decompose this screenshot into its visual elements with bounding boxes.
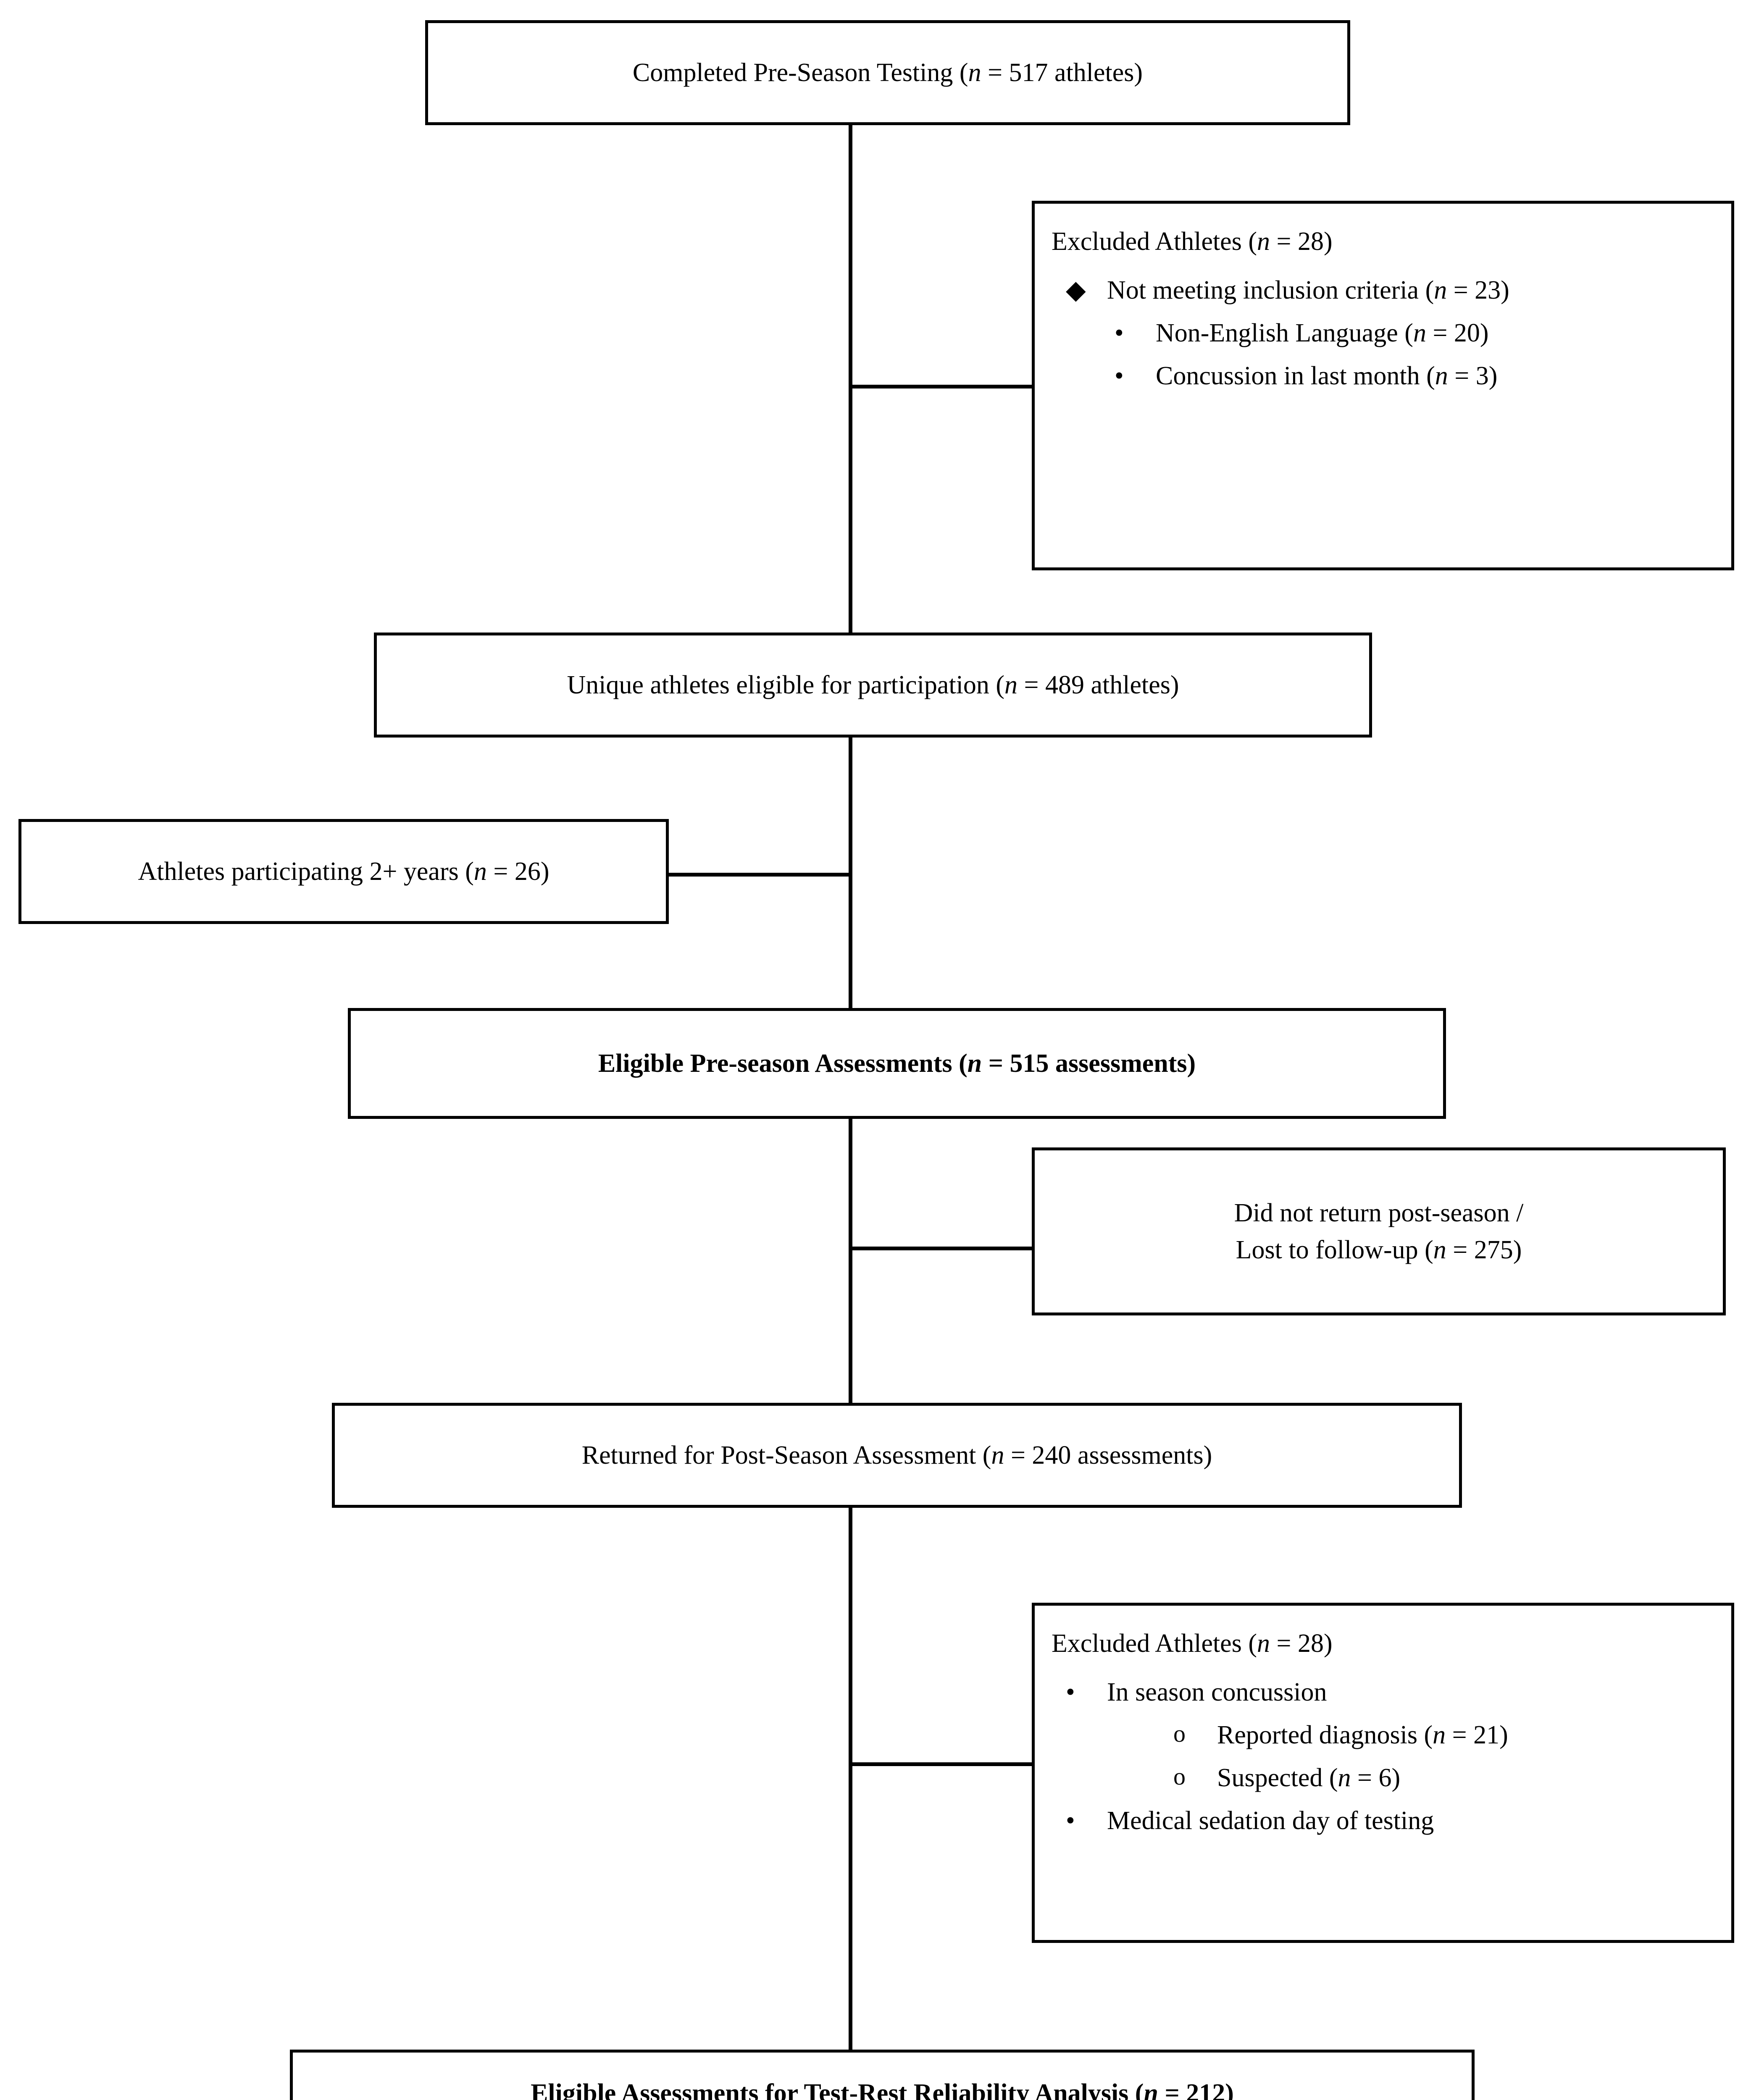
node-completed-pre-season-testing[interactable]: Completed Pre-Season Testing (n = 517 at… [425, 20, 1350, 125]
node-excluded-athletes-post-season[interactable]: Excluded Athletes (n = 28) • In season c… [1032, 1603, 1734, 1943]
node-final-eligible-assessments[interactable]: Eligible Assessments for Test-Rest Relia… [290, 2050, 1475, 2100]
circle-bullet-icon: o [1173, 1763, 1186, 1790]
excluded-post-item-text: Medical sedation day of testing [1107, 1806, 1434, 1835]
excluded-pre-item-2: • Concussion in last month (n = 3) [1052, 357, 1714, 394]
connector-spine-2 [849, 645, 852, 1015]
excluded-pre-heading: Excluded Athletes (n = 28) [1052, 227, 1333, 256]
node-athletes-participating-two-plus-years[interactable]: Athletes participating 2+ years (n = 26) [18, 819, 669, 924]
node-label: Athletes participating 2+ years (n = 26) [138, 857, 549, 886]
disc-bullet-icon: • [1115, 362, 1124, 391]
excluded-pre-item-0: ◆ Not meeting inclusion criteria (n = 23… [1052, 272, 1714, 309]
node-label: Eligible Pre-season Assessments (n = 515… [598, 1049, 1196, 1078]
excluded-post-item-text: In season concussion [1107, 1678, 1327, 1707]
node-label: Eligible Assessments for Test-Rest Relia… [531, 2079, 1234, 2100]
excluded-post-item-1: o Reported diagnosis (n = 21) [1052, 1717, 1714, 1754]
circle-bullet-icon: o [1173, 1720, 1186, 1748]
disc-bullet-icon: • [1066, 1806, 1075, 1835]
node-returned-post-season-assessment[interactable]: Returned for Post-Season Assessment (n =… [332, 1403, 1462, 1508]
node-eligible-pre-season-assessments[interactable]: Eligible Pre-season Assessments (n = 515… [348, 1008, 1446, 1119]
connector-spine-4 [849, 1499, 852, 2054]
excluded-post-item-text: Suspected (n = 6) [1217, 1764, 1401, 1793]
node-label: Returned for Post-Season Assessment (n =… [581, 1441, 1212, 1470]
excluded-pre-item-1: • Non-English Language (n = 20) [1052, 315, 1714, 352]
node-excluded-athletes-pre-season[interactable]: Excluded Athletes (n = 28) ◆ Not meeting… [1032, 201, 1734, 570]
connector-to-two-plus-years [666, 873, 852, 877]
excluded-pre-item-text: Concussion in last month (n = 3) [1156, 362, 1498, 391]
excluded-post-heading: Excluded Athletes (n = 28) [1052, 1629, 1333, 1658]
node-did-not-return-post-season[interactable]: Did not return post-season /Lost to foll… [1032, 1147, 1726, 1315]
connector-to-excluded-pre [849, 385, 1033, 388]
node-label: Unique athletes eligible for participati… [567, 670, 1179, 699]
connector-spine-3 [849, 1119, 852, 1404]
excluded-post-item-0: • In season concussion [1052, 1674, 1714, 1711]
excluded-pre-item-text: Not meeting inclusion criteria (n = 23) [1107, 276, 1509, 305]
disc-bullet-icon: • [1066, 1678, 1075, 1707]
connector-to-excluded-post [849, 1762, 1034, 1766]
node-label: Did not return post-season /Lost to foll… [1234, 1198, 1524, 1264]
excluded-post-item-2: o Suspected (n = 6) [1052, 1759, 1714, 1796]
connector-to-did-not-return [849, 1247, 1034, 1250]
excluded-pre-item-text: Non-English Language (n = 20) [1156, 319, 1489, 348]
excluded-post-item-text: Reported diagnosis (n = 21) [1217, 1721, 1508, 1750]
disc-bullet-icon: • [1115, 319, 1124, 348]
node-unique-athletes-eligible[interactable]: Unique athletes eligible for participati… [374, 633, 1372, 738]
diamond-bullet-icon: ◆ [1066, 276, 1086, 305]
connector-spine-1 [849, 40, 852, 633]
node-label: Completed Pre-Season Testing (n = 517 at… [632, 58, 1143, 87]
excluded-post-item-3: • Medical sedation day of testing [1052, 1802, 1714, 1839]
